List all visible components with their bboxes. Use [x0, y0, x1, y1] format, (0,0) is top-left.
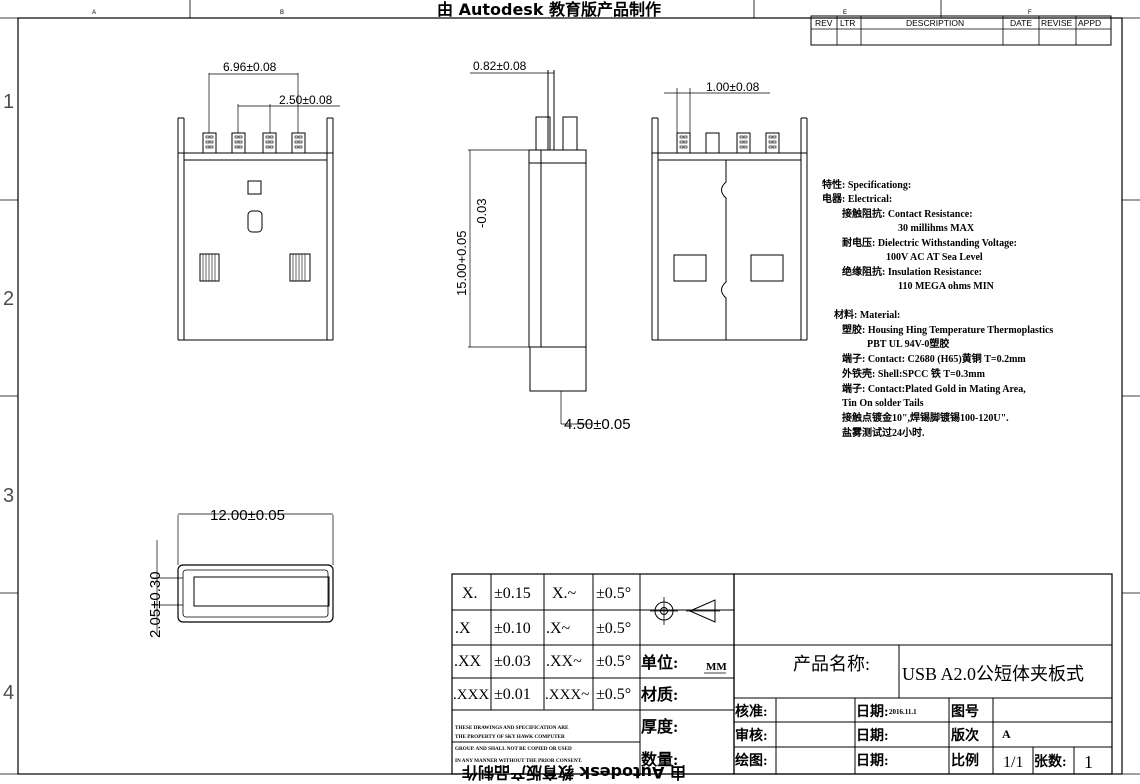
rev-header-ltr: LTR: [840, 18, 855, 28]
date-label-review: 日期:: [856, 728, 889, 744]
front-pins: [202, 132, 306, 154]
end-view: 12.00±0.05 2.05±0.30: [147, 507, 334, 638]
dim-end-height: 2.05±0.30: [147, 571, 164, 638]
dim-end-width: 12.00±0.05: [210, 507, 285, 524]
front-view: 6.96±0.08 2.50±0.08: [177, 60, 340, 341]
tol-fmt2-row1: X.~: [552, 585, 577, 602]
watermark-bottom: 由 Autodesk 教育版产品制作: [462, 763, 686, 782]
tol-val1-row2: ±0.10: [494, 620, 531, 637]
spec-line: 耐电压: Dielectric Withstanding Voltage:: [842, 236, 1017, 249]
row-marker-1: 1: [3, 91, 14, 113]
version-value: A: [1002, 727, 1011, 741]
sheets-value: 1: [1084, 752, 1093, 772]
spec-line: 接触点镀金10",焊锡脚镀锡100-120U".: [842, 411, 1009, 424]
row-marker-4: 4: [3, 682, 14, 704]
spec-line: 接触阻抗: Contact Resistance:: [842, 207, 973, 220]
spec-line: 外铁壳: Shell:SPCC 铁 T=0.3mm: [841, 367, 986, 380]
spec-line: 电器: Electrical:: [822, 192, 892, 205]
spec-line: 端子: Contact: C2680 (H65)黄铜 T=0.2mm: [842, 352, 1026, 365]
thickness-label: 厚度:: [641, 717, 678, 736]
tol-val1-row1: ±0.15: [494, 585, 531, 602]
spec-line: 100V AC AT Sea Level: [886, 252, 983, 263]
dim-pitch-outer: 6.96±0.08: [223, 60, 277, 74]
note-line: THESE DRAWINGS AND SPECIFICATION ARE: [455, 725, 569, 731]
spec-line: PBT UL 94V-0塑胶: [867, 337, 949, 350]
rev-header-appd: APPD: [1078, 18, 1101, 28]
quantity-label: 数量:: [641, 750, 678, 769]
tol-fmt2-row4: .XXX~: [545, 687, 589, 703]
material-label: 材质:: [641, 685, 678, 704]
dim-back-pin: 1.00±0.08: [706, 80, 760, 94]
spec-line: 110 MEGA ohms MIN: [898, 281, 995, 292]
product-name: USB A2.0公短体夹板式: [902, 664, 1084, 684]
tol-fmt1-row4: .XXX: [453, 687, 489, 703]
tol-fmt1-row3: .XX: [454, 653, 482, 670]
tol-val1-row3: ±0.03: [494, 653, 531, 670]
tol-val2-row4: ±0.5°: [596, 686, 631, 703]
unit-label: 单位:: [641, 653, 678, 672]
spec-line: Tin On solder Tails: [842, 398, 924, 409]
tol-val2-row2: ±0.5°: [596, 620, 631, 637]
scale-value: 1/1: [1003, 754, 1023, 771]
col-marker-a: A: [92, 10, 96, 16]
specifications: 特性: Specificationg: 电器: Electrical: 接触阻抗…: [822, 178, 1053, 439]
spec-line: 30 millihms MAX: [898, 223, 975, 234]
col-marker-f: F: [1028, 10, 1032, 16]
dim-bottom-width: 4.50±0.05: [564, 416, 631, 433]
col-marker-b: B: [280, 10, 284, 16]
version-label: 版次: [951, 727, 979, 744]
tolerance-table: X. ±0.15 X.~ ±0.5° .X ±0.10 .X~ ±0.5° .X…: [451, 573, 735, 775]
row-marker-2: 2: [3, 288, 14, 310]
spec-line: 盐雾测试过24小时.: [842, 426, 925, 439]
col-marker-e: E: [843, 10, 847, 16]
draw-label: 绘图:: [735, 752, 768, 769]
revision-block: REV LTR DESCRIPTION DATE REVISE APPD: [810, 15, 1112, 46]
note-line: THE PROPERTY OF SKY HAWK COMPUTER: [455, 734, 565, 740]
tol-fmt2-row3: .XX~: [546, 653, 582, 670]
spec-line: 绝缘阻抗: Insulation Resistance:: [842, 265, 982, 278]
review-label: 审核:: [735, 727, 768, 744]
dim-side-height-tol: -0.03: [474, 198, 489, 228]
tol-val2-row3: ±0.5°: [596, 653, 631, 670]
spec-line: 端子: Contact:Plated Gold in Mating Area,: [842, 382, 1026, 395]
date-value: 2016.11.1: [889, 708, 917, 716]
sheets-label: 张数:: [1034, 753, 1067, 770]
side-view: 0.82±0.08 15.00+0.05 -0.03 4.50±0.05: [454, 59, 631, 433]
rev-header-description: DESCRIPTION: [906, 18, 964, 28]
rev-header-date: DATE: [1010, 18, 1032, 28]
spec-line: 特性: Specificationg:: [822, 178, 911, 191]
spec-line: 塑胶: Housing Hing Temperature Thermoplast…: [842, 323, 1053, 336]
dim-tab-width: 0.82±0.08: [473, 59, 527, 73]
back-pins: [676, 132, 780, 154]
rev-header-rev: REV: [815, 18, 833, 28]
unit-value: MM: [706, 661, 727, 673]
date-label-approve: 日期:: [856, 704, 889, 720]
approve-label: 核准:: [735, 703, 768, 720]
rev-header-revise: REVISE: [1041, 18, 1073, 28]
tol-fmt2-row2: .X~: [546, 620, 571, 637]
note-line: GROUP. AND SHALL NOT BE COPIED OR USED: [455, 746, 572, 752]
tol-val2-row1: ±0.5°: [596, 585, 631, 602]
tol-fmt1-row1: X.: [462, 585, 478, 602]
dim-pitch-inner: 2.50±0.08: [279, 93, 333, 107]
drawing-no-label: 图号: [951, 704, 979, 720]
watermark-top: 由 Autodesk 教育版产品制作: [437, 0, 661, 19]
row-marker-3: 3: [3, 485, 14, 507]
spec-line: 材料: Material:: [834, 308, 900, 321]
scale-label: 比例: [951, 752, 979, 769]
proprietary-note: THESE DRAWINGS AND SPECIFICATION ARE THE…: [455, 725, 583, 764]
note-line: IN ANY MANNER WITHOUT THE PRIOR CONSENT.: [455, 758, 583, 764]
dim-side-height: 15.00+0.05: [454, 231, 469, 296]
tol-val1-row4: ±0.01: [494, 686, 531, 703]
projection-symbol: [650, 597, 720, 625]
date-label-draw: 日期:: [856, 753, 889, 769]
title-block: 产品名称: USB A2.0公短体夹板式 核准: 审核: 绘图: 日期: 201…: [733, 573, 1113, 775]
front-left-window: [199, 253, 220, 282]
tol-fmt1-row2: .X: [455, 620, 471, 637]
front-right-window: [289, 253, 311, 282]
product-name-label: 产品名称:: [793, 654, 870, 674]
back-view: 1.00±0.08: [651, 80, 808, 341]
